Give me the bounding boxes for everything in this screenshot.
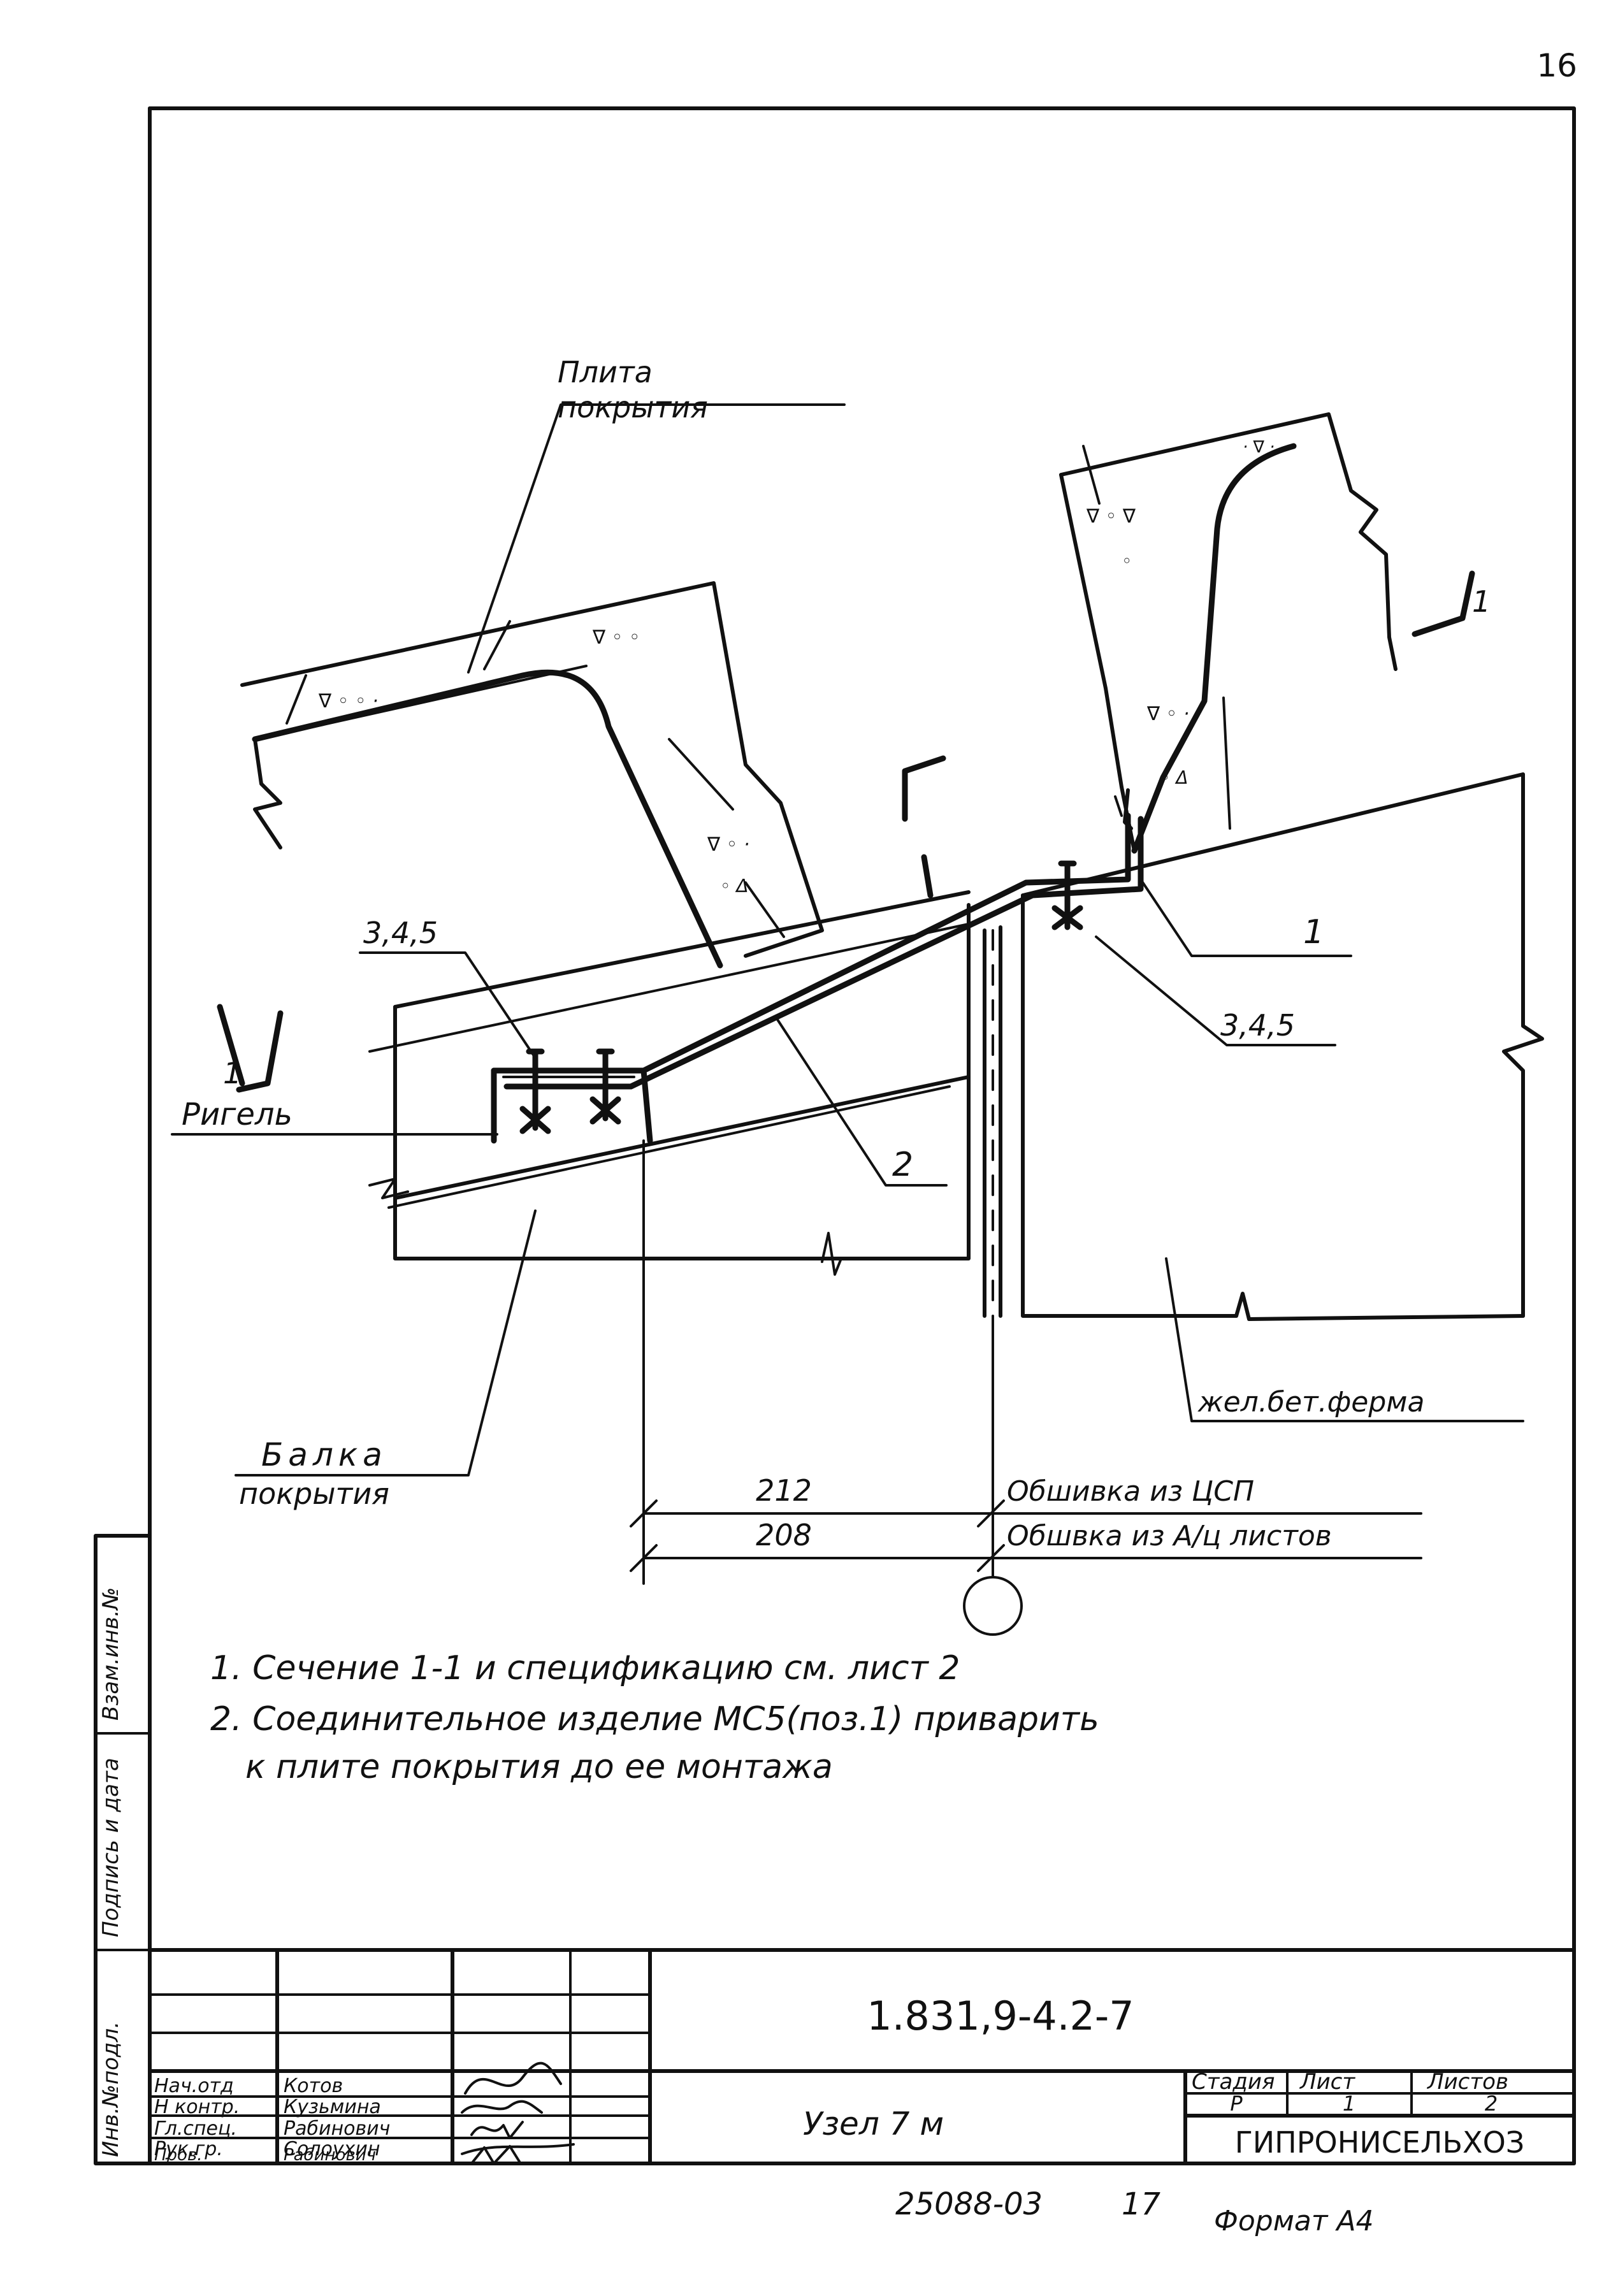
note-1: 1. Сечение 1-1 и спецификацию см. лист 2: [210, 1649, 960, 1687]
role-5: Пров.: [154, 2146, 203, 2165]
paper-format: Формат А4: [1214, 2205, 1374, 2237]
right-roof-slab: ∇ ◦ ∇ ◦ ∇ ◦ · ◦ Δ · ∇ ·: [1059, 412, 1398, 854]
dimension-208: 208: [756, 1518, 812, 1552]
connector-plate: [491, 788, 1144, 1318]
role-1: Нач.отд: [154, 2075, 234, 2097]
label-beam-line2: покрытия: [239, 1477, 389, 1511]
side-stamp-inv-podl: Инв.№подл.: [98, 2021, 124, 2157]
svg-text:∇ ◦ ·: ∇ ◦ ·: [707, 834, 749, 856]
label-beam-line1: Балка: [261, 1436, 387, 1473]
sheet-frame: [94, 106, 1576, 2165]
joint-drawing: ∇ ◦ ◦ ∇ ◦ ◦ · ∇ ◦ · ◦ Δ ∇ ◦ ∇ ◦ ∇ ◦ · ◦ …: [171, 355, 1544, 1636]
dimension-208-note: Обшвка из А/ц листов: [1007, 1520, 1332, 1552]
svg-text:∇ ◦ ∇: ∇ ◦ ∇: [1086, 505, 1136, 528]
name-4: Солоухин: [284, 2138, 380, 2160]
label-slab-line1: Плита: [558, 355, 653, 389]
role-2: Н контр.: [154, 2096, 240, 2118]
label-slab-line2: покрытия: [558, 390, 708, 424]
left-roof-slab: ∇ ◦ ◦ ∇ ◦ ◦ · ∇ ◦ · ◦ Δ: [240, 581, 824, 969]
dimension-212: 212: [756, 1473, 812, 1508]
title-block: 1.831,9-4.2-7 Узел 7 м Нач.отд Котов Н к…: [148, 1948, 1576, 2165]
notes: 1. Сечение 1-1 и спецификацию см. лист 2…: [210, 1649, 1099, 1786]
side-stamp-replaced-inv: Взам.инв.№: [98, 1587, 124, 1721]
section-mark-right-label: 1: [1472, 584, 1491, 619]
archive-number: 25088-03: [895, 2186, 1043, 2222]
doc-code: 1.831,9-4.2-7: [867, 1993, 1134, 2039]
sheets-header: Листов: [1426, 2069, 1508, 2095]
section-mark-left-label: 1: [223, 1056, 242, 1090]
svg-text:· ∇ ·: · ∇ ·: [1243, 438, 1275, 457]
section-marks: 1 1: [217, 570, 1491, 1093]
dimension-lines: 212 Обшивка из ЦСП 208 Обшвка из А/ц лис…: [630, 1139, 1422, 1636]
page-number: 16: [1536, 47, 1577, 84]
name-5: Рабинович: [284, 2146, 376, 2165]
label-welds-left: 3,4,5: [363, 916, 438, 950]
svg-text:◦ Δ: ◦ Δ: [1160, 767, 1188, 788]
svg-text:◦ Δ: ◦ Δ: [720, 876, 749, 897]
label-pos-1: 1: [1303, 913, 1324, 951]
signatures: [461, 2061, 575, 2165]
note-2-continued: к плите покрытия до ее монтажа: [245, 1748, 833, 1786]
label-truss: жел.бет.ферма: [1197, 1386, 1424, 1419]
footer: 25088-03 17 Формат А4: [895, 2186, 1374, 2237]
note-2: 2. Соединительное изделие МС5(поз.1) при…: [210, 1700, 1099, 1738]
sheet-value: 1: [1343, 2091, 1355, 2116]
truss: [1021, 772, 1544, 1321]
stage-value: Р: [1230, 2091, 1243, 2116]
sheets-value: 2: [1485, 2091, 1498, 2116]
leaders: [171, 403, 1524, 1477]
side-stamp: Инв.№подл. Подпись и дата Взам.инв.№: [98, 1587, 124, 2157]
label-pos-2: 2: [892, 1146, 913, 1184]
svg-text:∇ ◦ ◦: ∇ ◦ ◦: [592, 626, 640, 649]
crossbar: [368, 890, 971, 1276]
organization: ГИПРОНИСЕЛЬХОЗ: [1235, 2125, 1525, 2160]
name-2: Кузьмина: [284, 2096, 381, 2118]
dimension-212-note: Обшивка из ЦСП: [1007, 1475, 1254, 1508]
svg-text:◦: ◦: [1122, 551, 1132, 572]
sheet-header: Лист: [1299, 2069, 1355, 2095]
label-crossbar: Ригель: [182, 1097, 293, 1132]
role-3: Гл.спец.: [154, 2118, 237, 2140]
svg-text:∇ ◦ ◦ ·: ∇ ◦ ◦ ·: [318, 690, 379, 712]
stage-header: Стадия: [1192, 2069, 1275, 2095]
name-3: Рабинович: [284, 2118, 390, 2140]
label-welds-right: 3,4,5: [1220, 1008, 1295, 1043]
name-1: Котов: [284, 2075, 343, 2097]
side-stamp-signature-date: Подпись и дата: [98, 1758, 124, 1937]
drawing-title: Узел 7 м: [803, 2105, 944, 2142]
role-4: Рук.гр.: [154, 2138, 223, 2160]
archive-sheet: 17: [1122, 2186, 1161, 2222]
svg-text:∇ ◦ ·: ∇ ◦ ·: [1146, 703, 1189, 725]
